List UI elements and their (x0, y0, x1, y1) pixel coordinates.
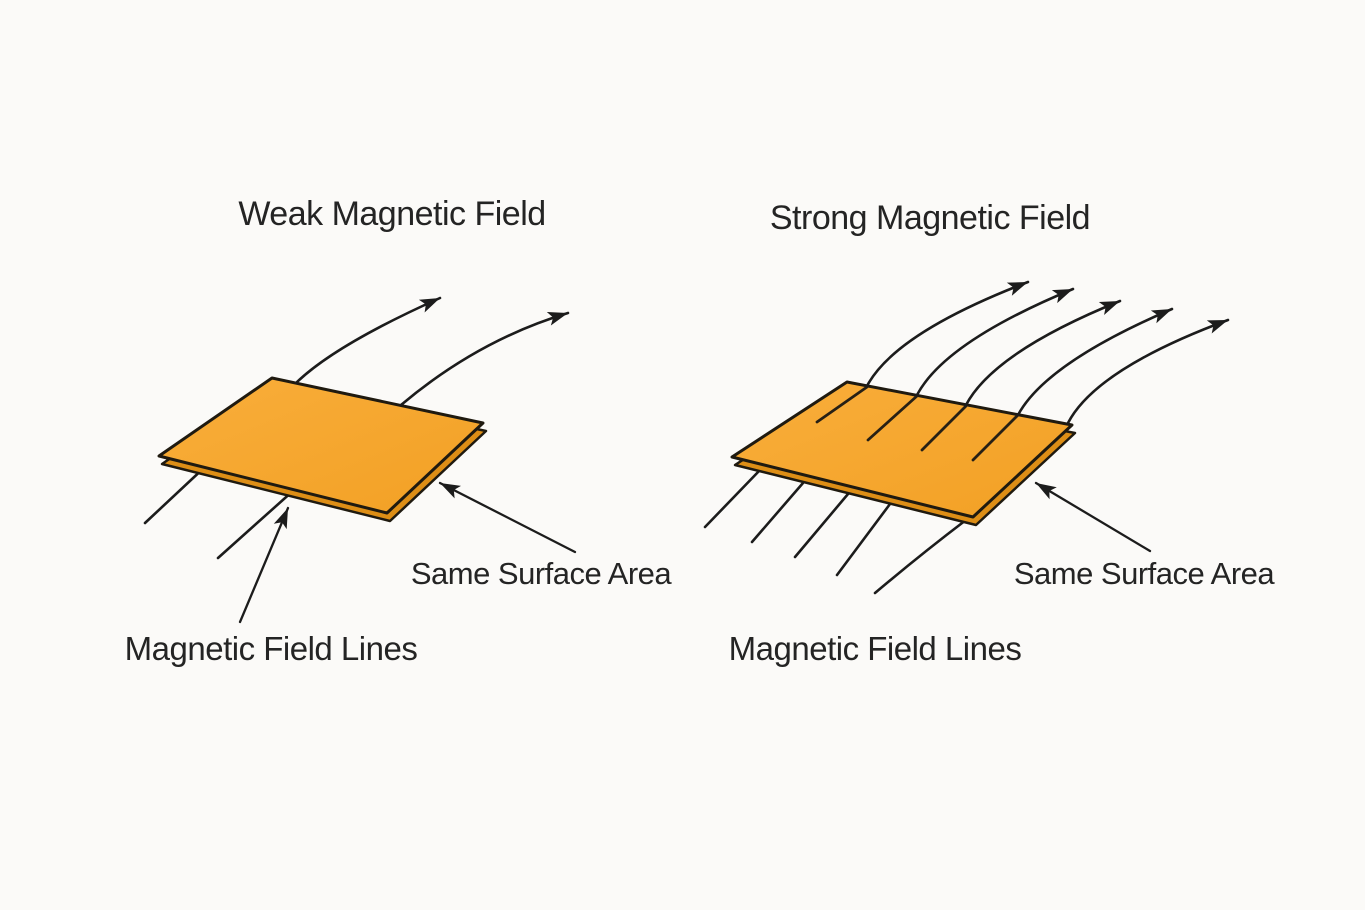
strong-on-plate-line-1 (815, 385, 869, 424)
strong-on-plate-line-4 (971, 413, 1020, 462)
strong-surface-label: Same Surface Area (1014, 556, 1276, 591)
strong-field-line-5-arrow (1066, 318, 1230, 425)
strong-on-plate-line-3 (920, 404, 968, 452)
weak-field-line-1-arrow (294, 296, 442, 385)
weak-panel-title: Weak Magnetic Field (238, 195, 545, 233)
weak-surface-annotation-arrow (438, 481, 577, 554)
weak-field-line-2-arrow (399, 311, 570, 407)
strong-field-line-3-lower (793, 492, 850, 559)
strong-field-line-4-arrow (1016, 307, 1174, 417)
weak-lines-label: Magnetic Field Lines (125, 630, 418, 667)
strong-field-line-1-arrow (865, 280, 1030, 388)
strong-field-panel: Strong Magnetic Field Same Surface Area … (703, 199, 1276, 667)
weak-field-line-1-lower (143, 463, 209, 525)
weak-surface-label: Same Surface Area (411, 556, 673, 591)
strong-lines-label: Magnetic Field Lines (729, 630, 1022, 667)
strong-plate-surface (730, 380, 1074, 519)
strong-field-line-5-lower (873, 518, 968, 595)
strong-field-line-1-lower (703, 468, 762, 529)
weak-lines-annotation-arrow (238, 506, 290, 624)
strong-panel-title: Strong Magnetic Field (770, 199, 1090, 237)
weak-field-line-2-lower (216, 488, 296, 560)
weak-field-panel: Weak Magnetic Field Same Surface Area Ma… (125, 195, 673, 667)
strong-field-line-2-arrow (915, 287, 1075, 397)
strong-field-line-2-lower (750, 481, 805, 544)
strong-field-line-3-arrow (964, 299, 1122, 407)
strong-on-plate-line-2 (866, 394, 919, 442)
weak-plate-surface (157, 376, 485, 515)
strong-surface-annotation-arrow (1034, 481, 1152, 553)
strong-field-line-4-lower (835, 502, 892, 577)
